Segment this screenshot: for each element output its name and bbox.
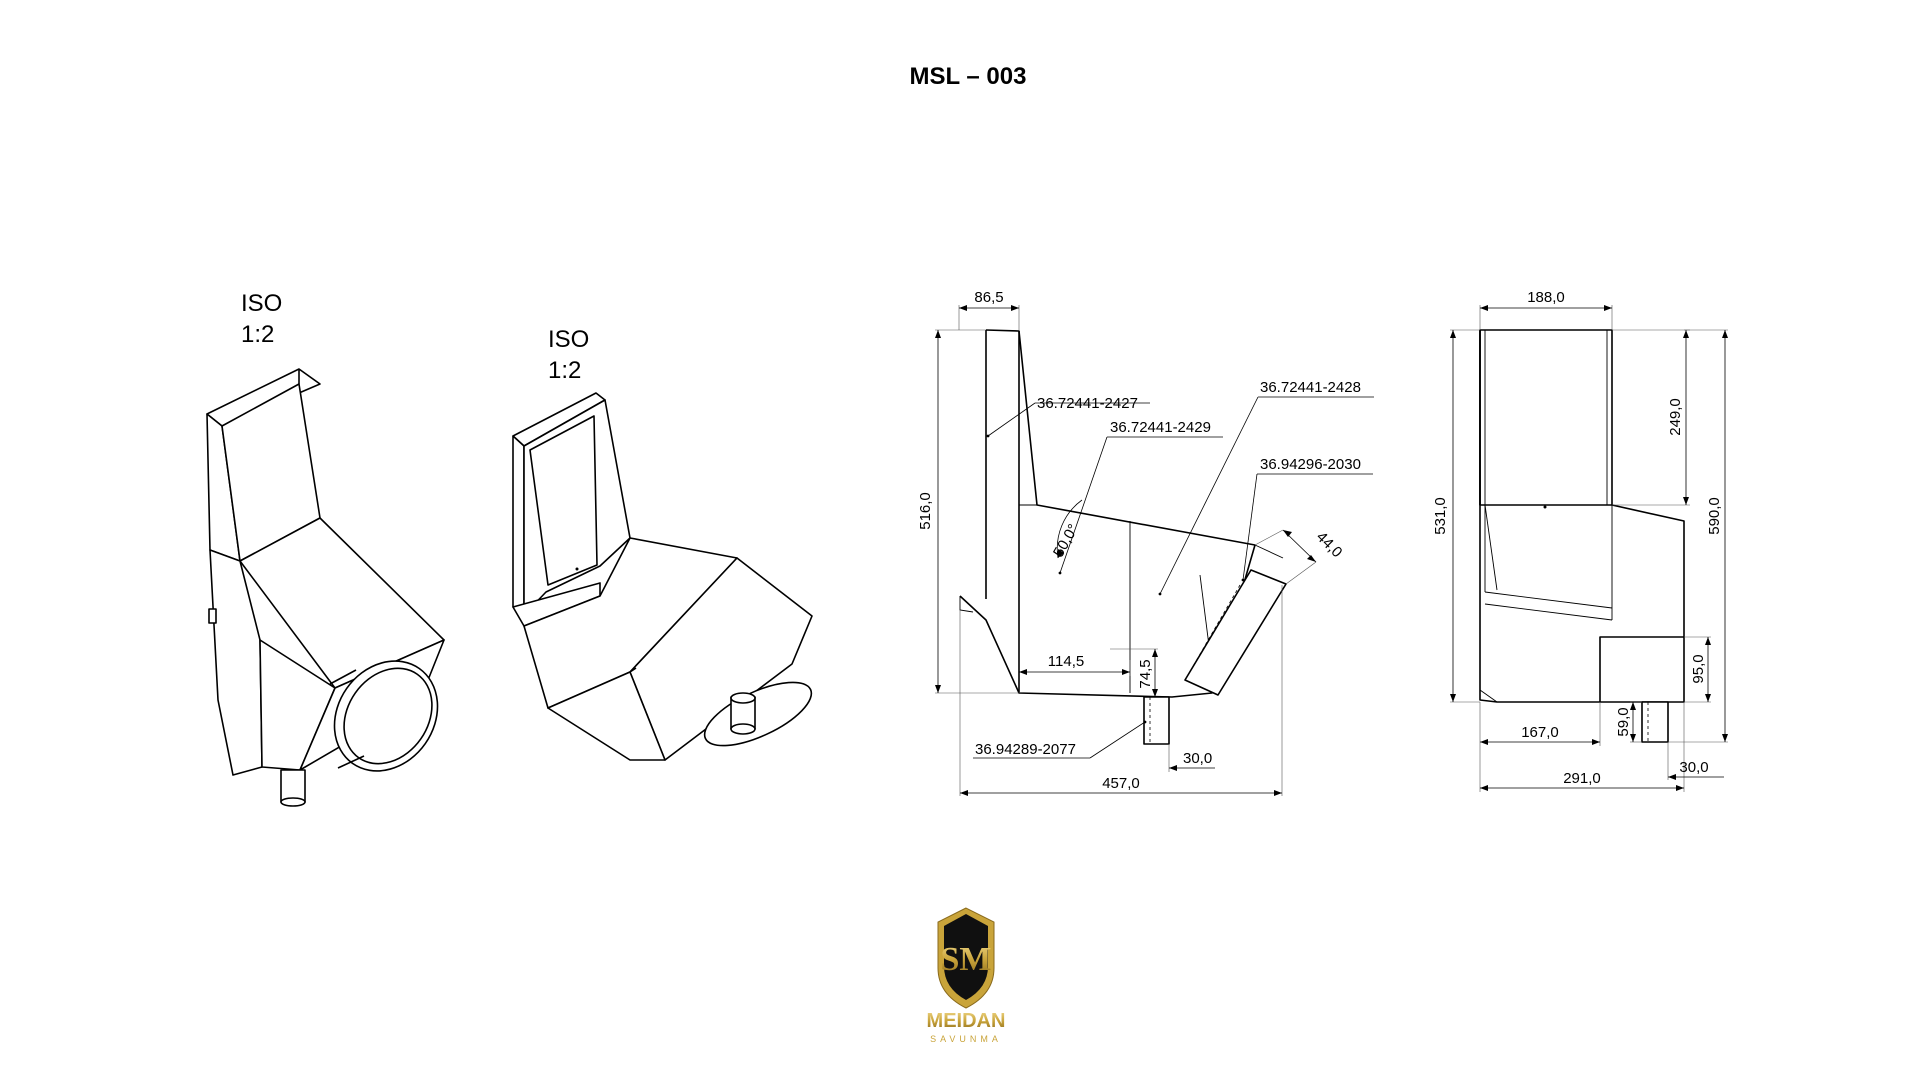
dim-side-overall-width: 457,0 [959, 585, 1283, 796]
dim-front-overall-width-label: 291,0 [1563, 770, 1601, 787]
iso-view-2: ISO 1:2 [512, 326, 813, 761]
iso-view-1: ISO 1:2 [206, 290, 445, 807]
dim-front-height-left: 531,0 [1432, 329, 1480, 703]
iso-view-1-label: ISO [241, 290, 282, 317]
callout-2427-label: 36.72441-2427 [1037, 395, 1138, 412]
callout-2077: 36.94289-2077 [973, 721, 1146, 759]
logo-name: MEIDAN [927, 1010, 1006, 1032]
callout-2428: 36.72441-2428 [1159, 379, 1374, 595]
dim-side-top-width: 86,5 [958, 289, 1020, 330]
dim-front-upper-height-label: 249,0 [1667, 398, 1684, 436]
dim-front-spigot-height: 59,0 [1615, 701, 1642, 743]
iso-view-2-label: ISO [548, 326, 589, 353]
dim-side-spigot-offset: 114,5 [1019, 653, 1131, 676]
dim-side-top-width-label: 86,5 [974, 289, 1003, 306]
dim-front-spigot-offset-label: 167,0 [1521, 724, 1559, 741]
logo-monogram: SM [941, 941, 992, 978]
callout-2429-label: 36.72441-2429 [1110, 419, 1211, 436]
dim-front-top-width: 188,0 [1479, 289, 1613, 330]
logo-tagline: SAVUNMA [930, 1034, 1002, 1044]
iso-view-1-part [206, 368, 445, 807]
front-view: 188,0 249,0 531,0 590,0 [1432, 289, 1728, 792]
dim-front-height-right-label: 590,0 [1706, 497, 1723, 535]
dim-side-spigot-width-label: 30,0 [1183, 750, 1212, 767]
dim-front-height-left-label: 531,0 [1432, 497, 1449, 535]
dim-front-spigot-height-label: 59,0 [1615, 707, 1632, 736]
iso-view-2-scale: 1:2 [548, 357, 581, 384]
dim-front-top-width-label: 188,0 [1527, 289, 1565, 306]
dim-front-spigot-offset: 167,0 [1480, 702, 1601, 746]
iso-view-1-scale: 1:2 [241, 321, 274, 348]
iso-view-2-part [512, 392, 813, 761]
company-logo: SM MEIDAN SAVUNMA [927, 907, 1006, 1044]
dim-side-height: 516,0 [917, 329, 1019, 694]
side-view-outline [959, 329, 1287, 745]
dim-side-spigot-offset-label: 114,5 [1048, 653, 1084, 670]
front-view-outline [1479, 329, 1685, 743]
callout-2428-label: 36.72441-2428 [1260, 379, 1361, 396]
dim-side-chamfer: 44,0 [1254, 528, 1346, 585]
dim-front-height-right: 590,0 [1668, 329, 1728, 743]
dim-side-chamfer-label: 44,0 [1313, 528, 1346, 561]
callout-2077-label: 36.94289-2077 [975, 741, 1076, 758]
dim-front-spigot-width-label: 30,0 [1679, 759, 1708, 776]
dim-front-overall-width: 291,0 [1479, 702, 1685, 792]
drawing-title: MSL – 003 [910, 63, 1027, 90]
dim-side-overall-width-label: 457,0 [1102, 775, 1140, 792]
dim-front-step-height-label: 95,0 [1690, 654, 1707, 683]
dim-side-spigot-width: 30,0 [1168, 744, 1215, 772]
dim-front-spigot-width: 30,0 [1667, 742, 1724, 780]
side-view: 86,5 516,0 50,0° 44,0 [917, 289, 1374, 796]
dim-front-step-height: 95,0 [1684, 636, 1711, 703]
callout-2030-label: 36.94296-2030 [1260, 456, 1361, 473]
callout-2429: 36.72441-2429 [1059, 419, 1223, 574]
callout-2030: 36.94296-2030 [1242, 456, 1373, 581]
dim-front-upper-height: 249,0 [1612, 329, 1690, 506]
dim-side-spigot-height-label: 74,5 [1137, 659, 1154, 688]
callout-2427: 36.72441-2427 [987, 395, 1150, 437]
dim-side-spigot-height: 74,5 [1110, 648, 1158, 697]
dim-side-height-label: 516,0 [917, 492, 934, 530]
